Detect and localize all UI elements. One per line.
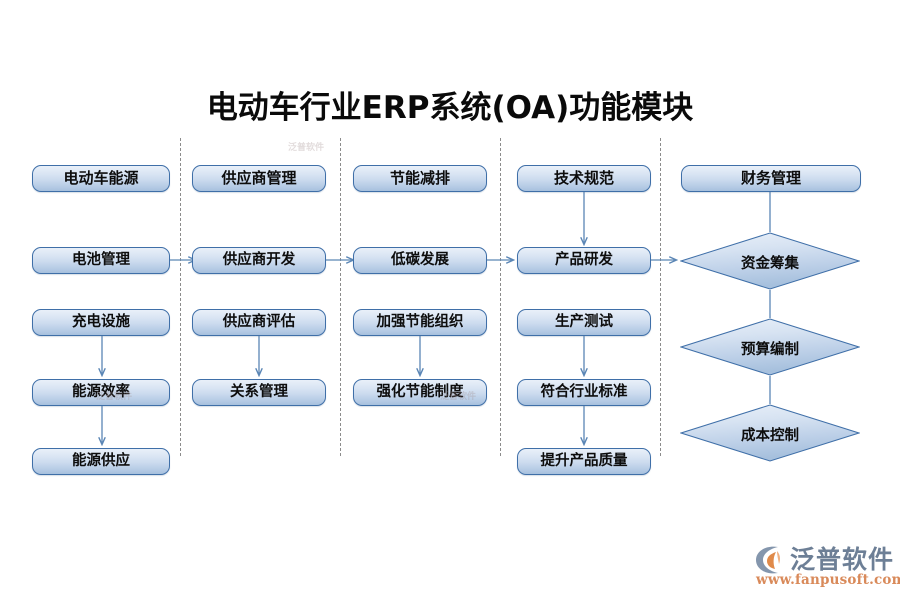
node-improve-product-quality[interactable]: 提升产品质量: [517, 448, 651, 475]
node-supplier-development[interactable]: 供应商开发: [192, 247, 326, 274]
node-charging-facility[interactable]: 充电设施: [32, 309, 170, 336]
logo-brand-name: 泛普软件: [790, 545, 895, 574]
node-relationship-management[interactable]: 关系管理: [192, 379, 326, 406]
column-separator-1: [180, 138, 181, 456]
node-strengthen-energy-org[interactable]: 加强节能组织: [353, 309, 487, 336]
logo-url: www.fanpusoft.com: [756, 572, 900, 588]
diamond-budget-preparation[interactable]: 预算编制: [680, 318, 860, 376]
watermark-echo-1: 泛普软件: [96, 392, 133, 402]
diamond-cost-control[interactable]: 成本控制: [680, 404, 860, 462]
diamond-label-fund-raising: 资金筹集: [741, 256, 799, 272]
fanpu-logo-icon: [756, 546, 781, 574]
node-production-test[interactable]: 生产测试: [517, 309, 651, 336]
diamond-label-budget-preparation: 预算编制: [741, 342, 799, 358]
column-separator-2: [340, 138, 341, 456]
watermark-echo-2: 泛普软件: [288, 143, 325, 153]
node-low-carbon-development[interactable]: 低碳发展: [353, 247, 487, 274]
node-industry-standard-compliance[interactable]: 符合行业标准: [517, 379, 651, 406]
brand-logo: 泛普软件 www.fanpusoft.com: [752, 538, 900, 596]
node-battery-management[interactable]: 电池管理: [32, 247, 170, 274]
node-energy-efficiency[interactable]: 能源效率: [32, 379, 170, 406]
column-separator-4: [660, 138, 661, 456]
watermark-echo-3: 泛普软件: [440, 392, 477, 402]
node-energy-supply[interactable]: 能源供应: [32, 448, 170, 475]
column-header-finance[interactable]: 财务管理: [681, 165, 861, 192]
node-product-rnd[interactable]: 产品研发: [517, 247, 651, 274]
column-header-ev-energy[interactable]: 电动车能源: [32, 165, 170, 192]
column-header-tech-spec[interactable]: 技术规范: [517, 165, 651, 192]
node-supplier-evaluation[interactable]: 供应商评估: [192, 309, 326, 336]
column-separator-3: [500, 138, 501, 456]
node-reinforce-energy-system[interactable]: 强化节能制度: [353, 379, 487, 406]
diamond-label-cost-control: 成本控制: [741, 428, 799, 444]
column-header-energy-saving[interactable]: 节能减排: [353, 165, 487, 192]
page-title: 电动车行业ERP系统(OA)功能模块: [206, 90, 694, 126]
column-header-supplier[interactable]: 供应商管理: [192, 165, 326, 192]
diamond-fund-raising[interactable]: 资金筹集: [680, 232, 860, 290]
